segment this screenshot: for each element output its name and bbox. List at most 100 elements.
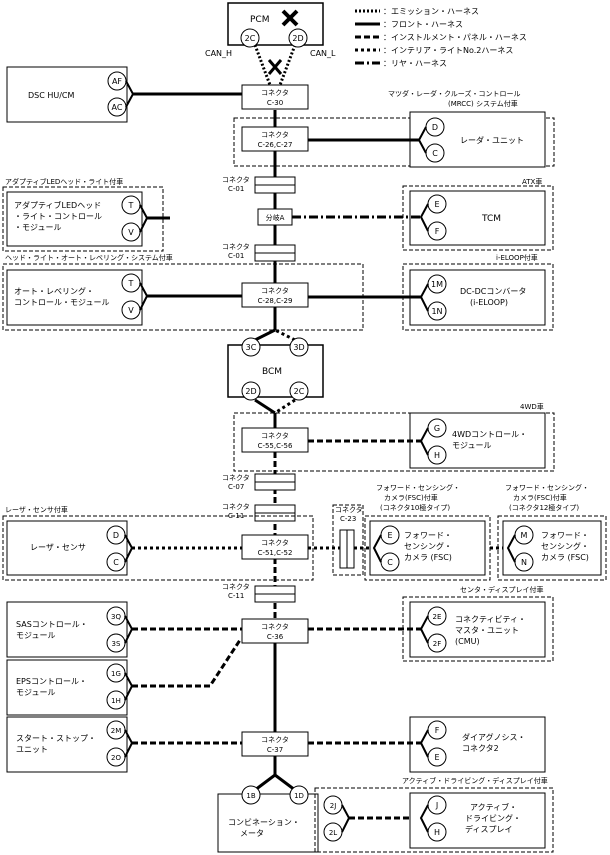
trunk (253, 44, 297, 792)
radar-label: レーダ・ユニット (460, 135, 524, 145)
cross-icon (267, 59, 283, 75)
svg-text:4WDコントロール・モジュール: 4WDコントロール・モジュール (452, 430, 527, 450)
svg-text:2F: 2F (433, 640, 441, 648)
connector-c30: コネクタ C-30 (241, 84, 309, 110)
svg-text:C-26,C-27: C-26,C-27 (258, 141, 293, 149)
svg-text:3C: 3C (246, 343, 257, 352)
can-l-label: CAN_L (310, 49, 336, 58)
svg-text:C-55,C-56: C-55,C-56 (258, 442, 293, 450)
cmu-group: センタ・ディスプレイ付車 コネクティビティ・マスタ・ユニット(CMU) 2E 2… (308, 585, 554, 662)
pcm-label: PCM (250, 15, 269, 25)
cross-icon (281, 9, 299, 27)
svg-text:3S: 3S (112, 640, 121, 648)
svg-text:EPSコントロール・モジュール: EPSコントロール・モジュール (16, 677, 87, 697)
laser-group: レーザ・センサ付車 レーザ・センサ D C (2, 505, 314, 581)
svg-text:1B: 1B (246, 792, 255, 800)
svg-text:SASコントロール・モジュール: SASコントロール・モジュール (16, 620, 88, 640)
svg-text:コネクタ: コネクタ (261, 431, 289, 440)
svg-text:E: E (434, 200, 439, 209)
svg-text:アダプティブLEDヘッド・ライト・コントロール・モジュール: アダプティブLEDヘッド・ライト・コントロール・モジュール (14, 200, 102, 232)
svg-text:1M: 1M (431, 280, 443, 289)
svg-text:2D: 2D (245, 387, 256, 396)
meter-module: コンビネーション・メータ 1B 1D (217, 785, 319, 853)
svg-text:BCM: BCM (262, 367, 282, 377)
radar-group: マツダ・レーダ・クルーズ・コントロール (MRCC) システム付車 レーダ・ユニ… (233, 89, 555, 168)
adaptive-group: アダプティブLEDヘッド・ライト付車 アダプティブLEDヘッド・ライト・コントロ… (2, 177, 170, 252)
svg-text:コネクティビティ・マスタ・ユニット(CMU): コネクティビティ・マスタ・ユニット(CMU) (455, 615, 526, 646)
svg-text:1N: 1N (431, 307, 442, 316)
startstop-module: スタート・ストップ・ユニット 2M 2O (6, 716, 242, 773)
svg-text:C: C (387, 558, 393, 567)
svg-text:コンビネーション・メータ: コンビネーション・メータ (228, 818, 300, 838)
svg-text:C-28,C-29: C-28,C-29 (258, 297, 293, 305)
legend-rear: ：リヤ・ハーネス (383, 59, 447, 68)
svg-text:E: E (387, 531, 392, 540)
dsc-pin-ac: AC (112, 103, 123, 112)
svg-text:コネクタ: コネクタ (261, 286, 289, 295)
svg-text:T: T (128, 279, 134, 288)
svg-text:C: C (432, 149, 438, 158)
svg-text:C-37: C-37 (267, 746, 283, 754)
svg-text:2C: 2C (294, 387, 305, 396)
svg-text:D: D (432, 123, 438, 132)
add-group: アクティブ・ドライビング・ディスプレイ付車 2J 2L アクティブ・ドライビング… (314, 776, 554, 853)
svg-text:ATX車: ATX車 (522, 177, 542, 186)
svg-text:コネクタ: コネクタ (261, 130, 289, 139)
svg-text:F: F (435, 726, 440, 735)
fourwd-group: 4WD車 4WDコントロール・モジュール G H (233, 402, 555, 472)
svg-text:フォワード・センシング・カメラ (FSC): フォワード・センシング・カメラ (FSC) (541, 531, 589, 562)
legend-instrument: ：インストルメント・パネル・ハーネス (383, 33, 527, 42)
eps-module: EPSコントロール・モジュール 1G 1H (6, 639, 242, 716)
svg-text:J: J (435, 801, 438, 810)
dsc-pin-af: AF (112, 77, 122, 86)
svg-text:3D: 3D (293, 343, 304, 352)
svg-text:フォワード・センシング・カメラ(FSC)付車(コネクタ12極: フォワード・センシング・カメラ(FSC)付車(コネクタ12極タイプ) (505, 483, 589, 512)
svg-text:ヘッド・ライト・オート・レベリング・システム付車: ヘッド・ライト・オート・レベリング・システム付車 (5, 253, 173, 262)
svg-text:コネクタ: コネクタ (261, 735, 289, 744)
sas-module: SASコントロール・モジュール 3Q 3S (6, 601, 242, 658)
leveling-group: ヘッド・ライト・オート・レベリング・システム付車 オート・レベリング・コントロー… (2, 253, 364, 331)
svg-text:コネクタ: コネクタ (261, 88, 289, 97)
svg-text:C-51,C-52: C-51,C-52 (258, 549, 293, 557)
dsc-label: DSC HU/CM (28, 91, 75, 100)
legend: ：エミッション・ハーネス ：フロント・ハーネス ：インストルメント・パネル・ハー… (355, 7, 527, 68)
can-h-label: CAN_H (205, 49, 232, 58)
svg-text:1D: 1D (294, 792, 304, 800)
svg-text:レーザ・センサ付車: レーザ・センサ付車 (5, 505, 68, 514)
tcm-group: ATX車 TCM E F (292, 177, 554, 251)
connector-c36: コネクタ C-36 (241, 618, 309, 644)
svg-text:センタ・ディスプレイ付車: センタ・ディスプレイ付車 (460, 585, 544, 594)
svg-text:フォワード・センシング・カメラ(FSC)付車(コネクタ10極: フォワード・センシング・カメラ(FSC)付車(コネクタ10極タイプ) (376, 483, 460, 512)
svg-text:フォワード・センシング・カメラ (FSC): フォワード・センシング・カメラ (FSC) (404, 531, 452, 562)
svg-text:4WD車: 4WD車 (520, 402, 544, 411)
pcm-module: PCM 2C 2D CAN_H CAN_L (205, 2, 336, 75)
svg-text:2O: 2O (111, 754, 121, 762)
svg-text:C-30: C-30 (267, 99, 283, 107)
svg-text:i-ELOOP付車: i-ELOOP付車 (496, 253, 538, 262)
svg-text:アクティブ・ドライビング・ディスプレイ付車: アクティブ・ドライビング・ディスプレイ付車 (402, 776, 548, 785)
connector-c26: コネクタ C-26,C-27 (241, 126, 309, 152)
svg-text:F: F (435, 227, 440, 236)
adaptive-group-label: アダプティブLEDヘッド・ライト付車 (5, 177, 123, 186)
bcm-module: BCM 3C 3D 2D 2C (227, 337, 324, 401)
svg-text:1G: 1G (111, 670, 121, 678)
svg-text:G: G (434, 424, 440, 433)
svg-text:TCM: TCM (481, 214, 501, 224)
pcm-pin-2c: 2C (245, 34, 256, 43)
svg-text:スタート・ストップ・ユニット: スタート・ストップ・ユニット (16, 734, 96, 754)
svg-text:ダイアグノシス・コネクタ2: ダイアグノシス・コネクタ2 (462, 732, 525, 753)
svg-text:H: H (434, 828, 440, 837)
svg-text:V: V (128, 306, 134, 315)
svg-text:オート・レベリング・コントロール・モジュール: オート・レベリング・コントロール・モジュール (14, 286, 109, 307)
legend-interior: ：インテリア・ライトNo.2ハーネス (383, 46, 513, 55)
svg-text:コネクタ: コネクタ (261, 538, 289, 547)
